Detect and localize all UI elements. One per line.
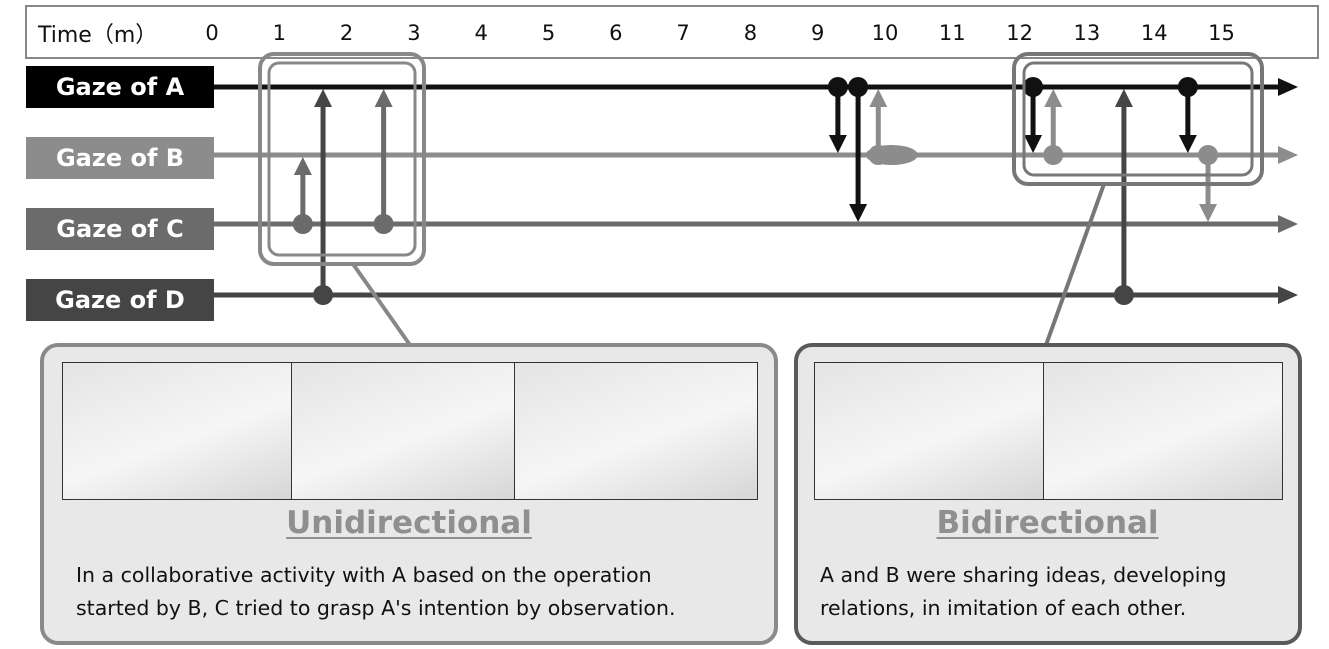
unidirectional-highlight xyxy=(258,52,426,347)
bidirectional-description-line-1: A and B were sharing ideas, developing xyxy=(820,563,1227,587)
gaze-event-arrow xyxy=(373,89,394,234)
axis-tick-label: 12 xyxy=(1006,21,1033,45)
axis-tick-label: 13 xyxy=(1074,21,1101,45)
gaze-event-arrow xyxy=(292,157,313,234)
lane-label-a: Gaze of A xyxy=(26,66,214,108)
axis-tick-label: 7 xyxy=(676,21,689,45)
axis-tick-label: 6 xyxy=(609,21,622,45)
gaze-event-arrow xyxy=(1198,145,1219,222)
unidirectional-heading: Unidirectional xyxy=(286,505,532,541)
axis-tick-label: 8 xyxy=(744,21,757,45)
unidirectional-photo-2 xyxy=(291,362,515,500)
gaze-event-arrow xyxy=(1043,89,1064,165)
axis-tick-label: 4 xyxy=(475,21,488,45)
bidirectional-highlight xyxy=(1012,52,1264,346)
axis-tick-label: 1 xyxy=(273,21,286,45)
gaze-event-arrow xyxy=(848,77,869,222)
unidirectional-photo-3 xyxy=(514,362,758,500)
axis-frame xyxy=(25,5,1319,59)
gaze-event-arrow xyxy=(827,77,848,153)
gaze-event-arrow xyxy=(868,89,889,165)
axis-title: Time（m） xyxy=(38,23,158,48)
lane-label-c: Gaze of C xyxy=(26,208,214,250)
gaze-events xyxy=(292,77,1219,305)
axis-tick-label: 0 xyxy=(205,21,218,45)
unidirectional-photo-1 xyxy=(62,362,292,500)
unidirectional-description-line-2: started by B, C tried to grasp A's inten… xyxy=(76,596,676,620)
bidirectional-heading: Bidirectional xyxy=(936,505,1159,541)
bidirectional-photo-2 xyxy=(1043,362,1283,500)
gaze-event-arrow xyxy=(1177,77,1198,153)
lane-arrowhead-d xyxy=(1278,286,1298,304)
axis-tick-label: 14 xyxy=(1141,21,1168,45)
gaze-event-arrow xyxy=(1023,77,1044,153)
lane-arrowhead-c xyxy=(1278,215,1298,233)
axis-tick-label: 9 xyxy=(811,21,824,45)
bidirectional-description-line-2: relations, in imitation of each other. xyxy=(820,596,1187,620)
gaze-lanes xyxy=(214,78,1298,304)
axis-tick-label: 3 xyxy=(407,21,420,45)
axis-tick-label: 15 xyxy=(1208,21,1235,45)
lane-label-d: Gaze of D xyxy=(26,279,214,321)
lane-arrowhead-a xyxy=(1278,78,1298,96)
gaze-event-arrow xyxy=(1113,89,1134,305)
axis-tick-label: 11 xyxy=(939,21,966,45)
lane-label-b: Gaze of B xyxy=(26,137,214,179)
axis-tick-label: 10 xyxy=(872,21,899,45)
lane-arrowhead-b xyxy=(1278,146,1298,164)
unidirectional-description-line-1: In a collaborative activity with A based… xyxy=(76,563,652,587)
bidirectional-photo-1 xyxy=(814,362,1044,500)
gaze-event-arrow xyxy=(313,89,334,305)
axis-tick-label: 2 xyxy=(340,21,353,45)
axis-tick-label: 5 xyxy=(542,21,555,45)
